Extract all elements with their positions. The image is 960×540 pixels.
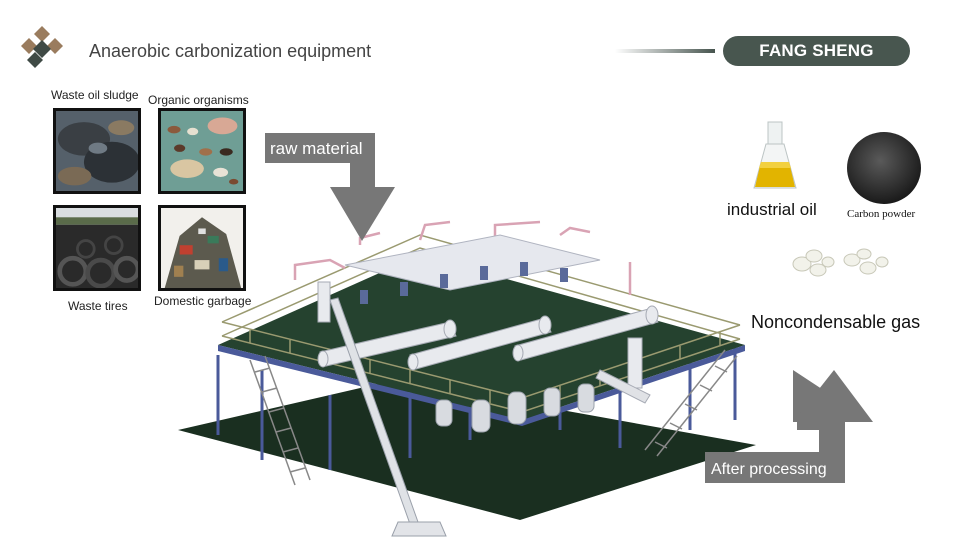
ground-slab bbox=[178, 380, 756, 520]
image-domestic-garbage bbox=[158, 205, 246, 291]
upper-manifold bbox=[344, 234, 601, 291]
manifold-valves bbox=[360, 262, 568, 304]
carbon-powder-label: Carbon powder bbox=[847, 208, 916, 220]
caption-waste-tires: Waste tires bbox=[68, 299, 128, 313]
raw-material-arrow bbox=[265, 133, 395, 241]
feed-hopper bbox=[391, 521, 447, 537]
condenser-tanks bbox=[435, 383, 595, 433]
staircase-left bbox=[249, 355, 311, 486]
brand-logo bbox=[21, 26, 63, 68]
process-pipes bbox=[293, 220, 632, 295]
staircase-right bbox=[644, 349, 738, 457]
carbon-powder-image bbox=[847, 132, 921, 204]
carbonization-plant-illustration bbox=[178, 220, 756, 537]
raw-material-label: raw material bbox=[270, 139, 363, 158]
caption-domestic-garbage: Domestic garbage bbox=[154, 294, 252, 308]
caption-waste-oil-sludge: Waste oil sludge bbox=[51, 88, 139, 102]
discharge-pipe bbox=[595, 369, 651, 404]
after-processing-arrow-head bbox=[793, 370, 873, 422]
brand-badge: FANG SHENG bbox=[723, 36, 910, 66]
caption-organic-organisms: Organic organisms bbox=[148, 93, 249, 107]
industrial-oil-label: industrial oil bbox=[727, 200, 817, 219]
industrial-oil-flask-image bbox=[753, 121, 797, 189]
page-title: Anaerobic carbonization equipment bbox=[89, 41, 372, 61]
after-processing-label: After processing bbox=[711, 461, 827, 478]
noncondensable-gas-label: Noncondensable gas bbox=[751, 312, 921, 332]
noncondensable-gas-image bbox=[792, 248, 889, 277]
header-divider bbox=[615, 49, 715, 53]
image-waste-oil-sludge bbox=[53, 108, 141, 194]
image-waste-tires bbox=[53, 205, 141, 291]
image-organic-organisms bbox=[158, 108, 246, 194]
